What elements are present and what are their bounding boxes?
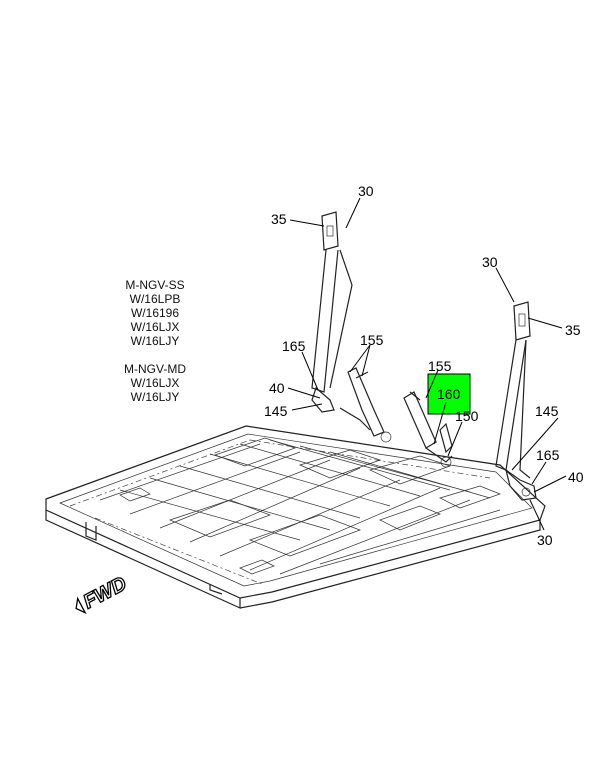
callout-40: 40 xyxy=(269,380,285,396)
callout-165: 165 xyxy=(536,447,560,463)
note-line: W/16LJX xyxy=(130,376,180,390)
note-group-ss: M-NGV-SS W/16LPB W/16196 W/16LJX W/16LJY xyxy=(90,278,220,348)
callout-155: 155 xyxy=(428,358,452,374)
note-line: M-NGV-SS xyxy=(125,278,185,292)
note-line: W/16LJX xyxy=(130,320,180,334)
callout-160: 160 xyxy=(437,386,461,402)
note-line: W/16LPB xyxy=(129,292,181,306)
callout-30: 30 xyxy=(482,254,498,270)
callout-145: 145 xyxy=(535,403,559,419)
left-belt-assembly xyxy=(311,211,392,443)
part-160-highlight xyxy=(427,373,471,415)
leader-lines xyxy=(287,197,567,531)
callout-165: 165 xyxy=(282,338,306,354)
note-group-md: M-NGV-MD W/16LJX W/16LJY xyxy=(90,362,220,404)
note-line: M-NGV-MD xyxy=(124,362,186,376)
note-line: W/16LJY xyxy=(130,390,180,404)
note-line: W/16LJY xyxy=(130,334,180,348)
callout-35: 35 xyxy=(565,322,581,338)
floor-pan xyxy=(45,425,546,609)
center-buckle-assembly xyxy=(403,391,453,468)
note-line: W/16196 xyxy=(130,306,180,320)
callout-30: 30 xyxy=(358,183,374,199)
fwd-label: FWD xyxy=(80,573,131,614)
fwd-arrow-icon: FWD xyxy=(75,572,131,614)
callout-30: 30 xyxy=(537,532,553,548)
right-belt-assembly xyxy=(495,301,537,501)
callout-150: 150 xyxy=(455,408,479,424)
callout-35: 35 xyxy=(271,211,287,227)
callout-145: 145 xyxy=(264,403,288,419)
callout-40: 40 xyxy=(568,469,584,485)
callout-155: 155 xyxy=(360,332,384,348)
